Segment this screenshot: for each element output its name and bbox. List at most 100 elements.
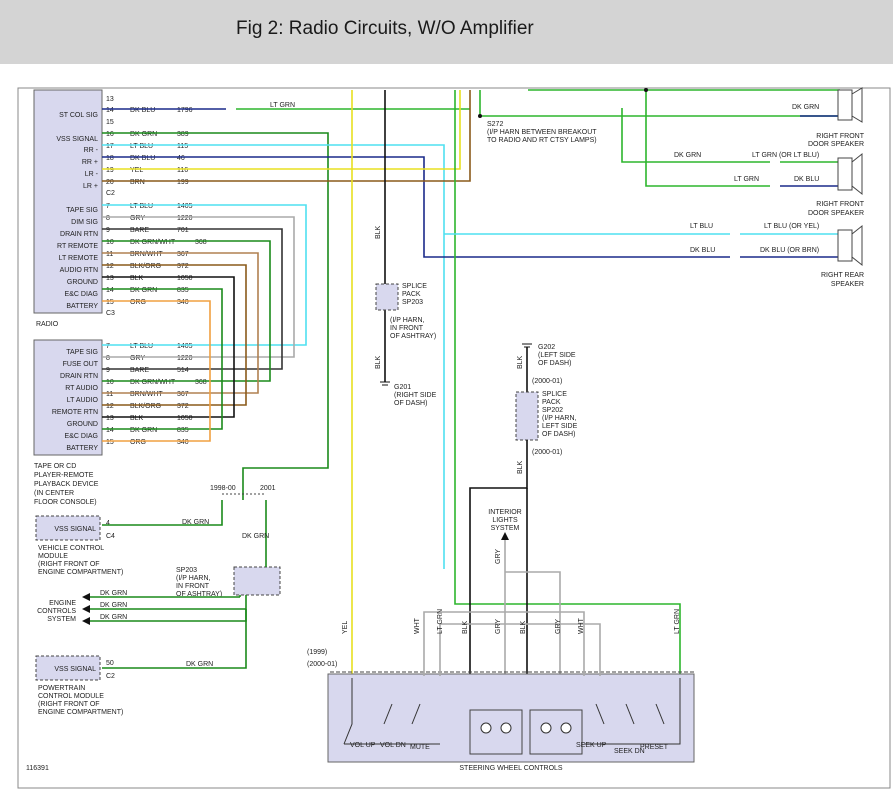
figure-header: Fig 2: Radio Circuits, W/O Amplifier (0, 0, 893, 64)
circuit-number: 46 (177, 155, 185, 162)
caption-line: SYSTEM (491, 525, 520, 532)
tape-pin-label: DRAIN RTN (60, 373, 98, 380)
radio-pin-label: VSS SIGNAL (56, 136, 98, 143)
connector-label: C3 (106, 310, 115, 317)
pin-number: 15 (106, 119, 114, 126)
caption-line: (RIGHT SIDE (394, 392, 437, 399)
year-label: (2000-01) (532, 378, 562, 385)
swc-title: STEERING WHEEL CONTROLS (459, 765, 563, 772)
caption-line: PACK (542, 399, 561, 406)
caption-line: (I/P HARN, (176, 575, 211, 582)
splice-dot (644, 88, 648, 92)
radio-pin-label: GROUND (67, 279, 98, 286)
swc-button-label: SEEK UP (576, 742, 607, 749)
wire-color: BLK (130, 275, 144, 282)
wire-label: LT BLU (690, 223, 713, 230)
tape-pin-label: E&C DIAG (65, 433, 98, 440)
wire-label: DK GRN (792, 104, 819, 111)
swc-button-label: VOL DN (380, 742, 406, 749)
circuit-number: 368 (195, 379, 207, 386)
circuit-number: 1050 (177, 275, 193, 282)
caption-line: SP203 (176, 567, 197, 574)
wire-label: LT GRN (734, 176, 759, 183)
caption-line: ENGINE (49, 600, 76, 607)
radio-pin-label: RT REMOTE (57, 243, 98, 250)
wire-label: DK GRN (100, 614, 127, 621)
wire-color: DK GRN/WHT (130, 379, 176, 386)
wire-label: BLK (517, 355, 524, 369)
radio-label: RADIO (36, 321, 59, 328)
wire-color: DK BLU (130, 107, 155, 114)
circuit-number: 372 (177, 263, 189, 270)
radio-pin-label: RR - (84, 147, 99, 154)
wire-label: DK BLU (OR BRN) (760, 247, 819, 254)
wire-color: BLK/ORG (130, 263, 161, 270)
circuit-number: 199 (177, 179, 189, 186)
caption-line: LIGHTS (492, 517, 518, 524)
wire-label: YEL (342, 621, 349, 634)
caption-line: SP202 (542, 407, 563, 414)
pin-number: 10 (106, 379, 114, 386)
circuit-number: 1050 (177, 415, 193, 422)
swc-button-label: PRESET (640, 744, 669, 751)
caption-line: SYSTEM (47, 616, 76, 623)
caption-line: S272 (487, 121, 503, 128)
caption-line: (IN CENTER (34, 490, 74, 497)
speaker-caption: DOOR SPEAKER (808, 210, 864, 217)
wire-color: DK GRN (130, 287, 157, 294)
wire-color: LT BLU (130, 343, 153, 350)
year-label: (1999) (307, 649, 327, 656)
circuit-number: 372 (177, 403, 189, 410)
tape-pin-label: RT AUDIO (65, 385, 98, 392)
radio-pin-label: ST COL SIG (59, 112, 98, 119)
speaker-icon: RIGHT REAR SPEAKER (821, 224, 864, 288)
caption-line: SPLICE (402, 283, 427, 290)
connector-label: C2 (106, 673, 115, 680)
speaker-caption: RIGHT REAR (821, 272, 864, 279)
circuit-number: 340 (177, 299, 189, 306)
splice-dot (478, 114, 482, 118)
wire-label: GRY (495, 549, 502, 564)
wire-label: GRY (495, 619, 502, 634)
wire-label: WHT (578, 617, 585, 634)
radio-module: RADIO ST COL SIG VSS SIGNAL RR - RR + LR… (33, 89, 207, 328)
wire-label: LT GRN (674, 609, 681, 634)
wire-label: BLK (375, 225, 382, 239)
wiring-diagram: RADIO ST COL SIG VSS SIGNAL RR - RR + LR… (0, 64, 893, 795)
caption-line: (I/P HARN, (390, 317, 425, 324)
module-pin-label: VSS SIGNAL (54, 666, 96, 673)
circuit-number: 1796 (177, 107, 193, 114)
caption-line: MODULE (38, 553, 68, 560)
wire-color: ORG (130, 299, 146, 306)
pin-number: 50 (106, 660, 114, 667)
wire-color: DK GRN/WHT (130, 239, 176, 246)
caption-line: TAPE OR CD (34, 463, 76, 470)
wire-label: DK GRN (242, 533, 269, 540)
wire-color: BLK/ORG (130, 403, 161, 410)
pin-number: 11 (106, 251, 113, 258)
circuit-number: 514 (177, 367, 189, 374)
year-label: 1998-00 (210, 485, 236, 492)
radio-pin-label: LR - (85, 171, 99, 178)
pin-number: 12 (106, 263, 114, 270)
tape-pin-label: GROUND (67, 421, 98, 428)
circuit-number: 701 (177, 227, 189, 234)
radio-pin-label: DIM SIG (71, 219, 98, 226)
speaker-icon: RIGHT FRONT DOOR SPEAKER (808, 152, 865, 217)
caption-line: (RIGHT FRONT OF (38, 561, 100, 568)
year-label: (2000-01) (307, 661, 337, 668)
pin-number: 10 (106, 239, 114, 246)
wire-color: BRN (130, 179, 145, 186)
pin-number: 7 (106, 203, 110, 210)
pin-number: 14 (106, 107, 114, 114)
radio-pin-label: DRAIN RTN (60, 231, 98, 238)
wire-color: BLK (130, 415, 144, 422)
wire-color: BRN/WHT (130, 251, 163, 258)
powertrain-control-module: VSS SIGNAL 50 C2 POWERTRAIN CONTROL MODU… (35, 655, 123, 716)
circuit-number: 367 (177, 391, 189, 398)
connector-label: C4 (106, 533, 115, 540)
radio-pin-label: BATTERY (66, 303, 98, 310)
caption-line: INTERIOR (488, 509, 521, 516)
pin-number: 11 (106, 391, 113, 398)
speaker-caption: RIGHT FRONT (816, 133, 864, 140)
